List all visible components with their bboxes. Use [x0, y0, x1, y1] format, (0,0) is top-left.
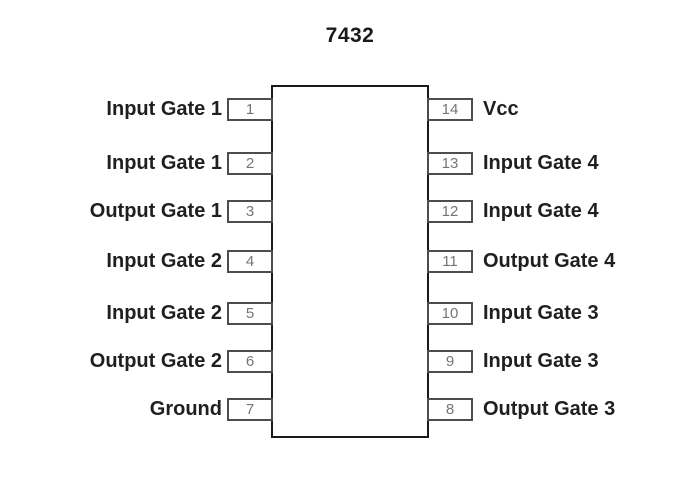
- pin-row: 8 Output Gate 3: [427, 397, 615, 421]
- pin-number: 2: [245, 154, 255, 172]
- pin-box: 8: [427, 397, 473, 421]
- pin-number: 13: [441, 154, 459, 172]
- pin-row: Output Gate 2 6: [90, 349, 273, 373]
- pin-box: 1: [227, 97, 273, 121]
- pin-label: Input Gate 1: [106, 98, 222, 120]
- ic-body: [271, 85, 429, 438]
- pin-row: 10 Input Gate 3: [427, 301, 599, 325]
- pin-number: 5: [245, 304, 255, 322]
- pin-box: 7: [227, 397, 273, 421]
- pin-number: 7: [245, 400, 255, 418]
- pin-label: Input Gate 3: [483, 302, 599, 324]
- pin-label: Input Gate 4: [483, 152, 599, 174]
- pin-box: 10: [427, 301, 473, 325]
- pin-row: 13 Input Gate 4: [427, 151, 599, 175]
- pin-label: Input Gate 2: [106, 302, 222, 324]
- pin-label: Ground: [149, 398, 222, 420]
- pin-box: 11: [427, 249, 473, 273]
- pin-number: 14: [441, 100, 459, 118]
- pin-label: Input Gate 3: [483, 350, 599, 372]
- pin-box: 2: [227, 151, 273, 175]
- pin-label: Vcc: [483, 98, 519, 120]
- pin-row: Output Gate 1 3: [90, 199, 273, 223]
- pin-number: 8: [445, 400, 455, 418]
- pin-row: Input Gate 2 4: [106, 249, 273, 273]
- pin-box: 5: [227, 301, 273, 325]
- pin-number: 10: [441, 304, 459, 322]
- pin-row: Input Gate 1 2: [106, 151, 273, 175]
- pin-box: 4: [227, 249, 273, 273]
- pin-number: 3: [245, 202, 255, 220]
- pin-box: 12: [427, 199, 473, 223]
- pin-number: 12: [441, 202, 459, 220]
- pin-row: 11 Output Gate 4: [427, 249, 615, 273]
- pin-label: Output Gate 2: [89, 350, 222, 372]
- pin-number: 9: [445, 352, 455, 370]
- pin-box: 3: [227, 199, 273, 223]
- pin-box: 13: [427, 151, 473, 175]
- pin-number: 6: [245, 352, 255, 370]
- pin-label: Output Gate 4: [483, 250, 616, 272]
- chip-title: 7432: [325, 24, 375, 47]
- pin-label: Output Gate 1: [89, 200, 222, 222]
- pin-row: 14 Vcc: [427, 97, 519, 121]
- pin-row: 12 Input Gate 4: [427, 199, 599, 223]
- pin-row: Ground 7: [150, 397, 273, 421]
- pin-number: 4: [245, 252, 255, 270]
- pin-label: Input Gate 2: [106, 250, 222, 272]
- pin-box: 14: [427, 97, 473, 121]
- pin-label: Input Gate 1: [106, 152, 222, 174]
- pin-label: Output Gate 3: [483, 398, 616, 420]
- pin-row: 9 Input Gate 3: [427, 349, 599, 373]
- pin-row: Input Gate 1 1: [106, 97, 273, 121]
- pin-box: 9: [427, 349, 473, 373]
- pin-number: 1: [245, 100, 255, 118]
- pin-label: Input Gate 4: [483, 200, 599, 222]
- pin-row: Input Gate 2 5: [106, 301, 273, 325]
- pin-box: 6: [227, 349, 273, 373]
- pin-number: 11: [442, 252, 458, 270]
